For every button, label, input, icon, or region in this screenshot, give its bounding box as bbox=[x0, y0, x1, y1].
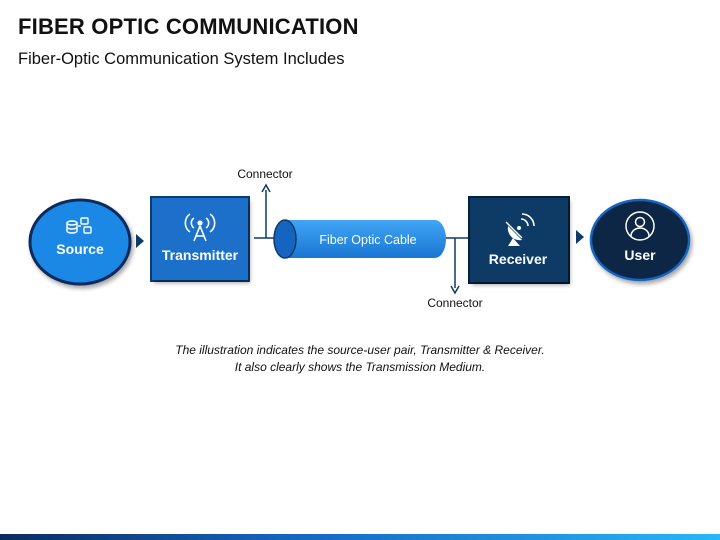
user-icon bbox=[625, 211, 655, 241]
connector-bottom-arrowhead bbox=[450, 285, 460, 295]
source-circle bbox=[28, 198, 132, 286]
receiver-label: Receiver bbox=[489, 251, 548, 267]
transmitter-label: Transmitter bbox=[162, 247, 239, 263]
source-node: Source bbox=[28, 198, 132, 286]
connector-bottom: Connector bbox=[427, 237, 483, 310]
arrow-source-to-transmitter bbox=[136, 234, 144, 248]
fiber-optic-cable: Fiber Optic Cable bbox=[273, 219, 446, 259]
bottom-accent-bar bbox=[0, 534, 720, 540]
page-subtitle: Fiber-Optic Communication System Include… bbox=[18, 50, 345, 68]
transmitter-box bbox=[152, 198, 248, 280]
transmitter-node: Transmitter bbox=[150, 196, 250, 282]
cable-body bbox=[285, 220, 446, 258]
antenna-icon bbox=[184, 213, 216, 242]
connector-top: Connector bbox=[237, 167, 293, 239]
connector-top-label: Connector bbox=[237, 167, 292, 181]
user-label: User bbox=[624, 247, 656, 263]
connector-top-arrowhead bbox=[261, 183, 271, 193]
arrow-receiver-to-user bbox=[576, 230, 584, 244]
cable-end bbox=[273, 219, 297, 259]
connector-bottom-label: Connector bbox=[427, 296, 482, 310]
database-transfer-icon bbox=[66, 217, 92, 234]
page-title: FIBER OPTIC COMMUNICATION bbox=[18, 14, 359, 39]
user-node: User bbox=[589, 198, 691, 282]
satellite-dish-icon bbox=[505, 213, 535, 246]
cable-label: Fiber Optic Cable bbox=[319, 233, 416, 247]
caption-line-2: It also clearly shows the Transmission M… bbox=[234, 360, 486, 374]
receiver-node: Receiver bbox=[468, 196, 570, 284]
caption-line-1: The illustration indicates the source-us… bbox=[175, 343, 545, 357]
source-label: Source bbox=[56, 241, 104, 257]
